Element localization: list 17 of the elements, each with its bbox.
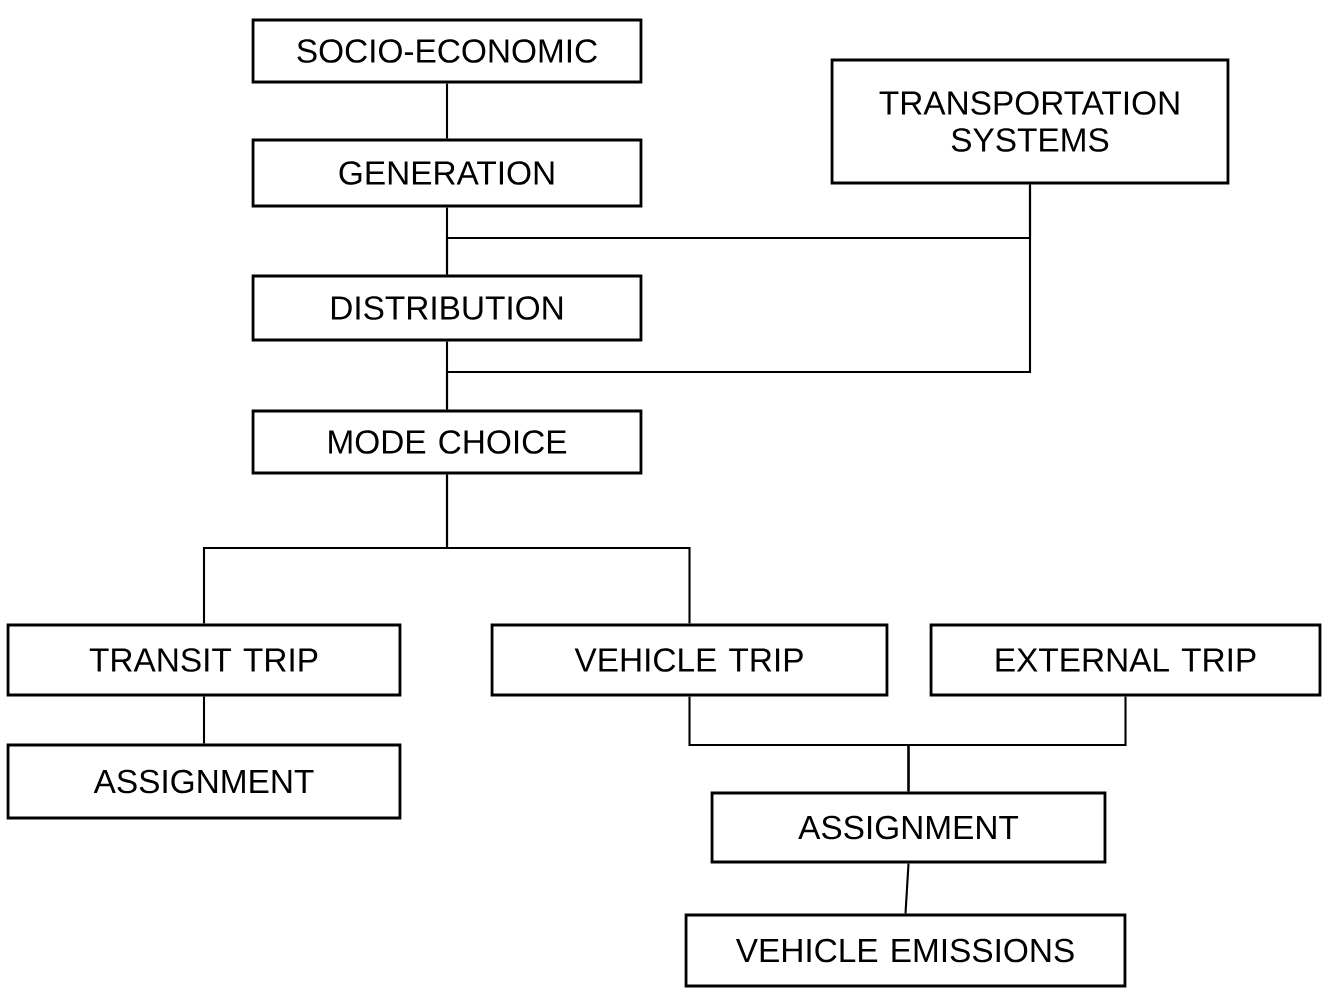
process-box: VEHICLE TRIP: [490, 623, 889, 697]
connector-line: [445, 474, 691, 624]
process-box: EXTERNAL TRIP: [929, 623, 1322, 697]
connector-line: [445, 83, 449, 139]
process-box: VEHICLE EMISSIONS: [684, 913, 1127, 988]
process-box: GENERATION: [251, 138, 643, 208]
connector-line: [445, 184, 1032, 410]
process-box: MODE CHOICE: [251, 409, 643, 475]
process-box: SOCIO-ECONOMIC: [251, 18, 643, 84]
process-box: ASSIGNMENT: [6, 743, 402, 820]
process-box: TRANSIT TRIP: [6, 623, 402, 697]
connector-line: [907, 696, 1127, 792]
process-box: TRANSPORTATION SYSTEMS: [830, 58, 1230, 185]
connector-line: [904, 863, 910, 914]
connector-line: [202, 696, 206, 744]
process-box: DISTRIBUTION: [251, 274, 643, 342]
process-box: ASSIGNMENT: [710, 791, 1107, 864]
